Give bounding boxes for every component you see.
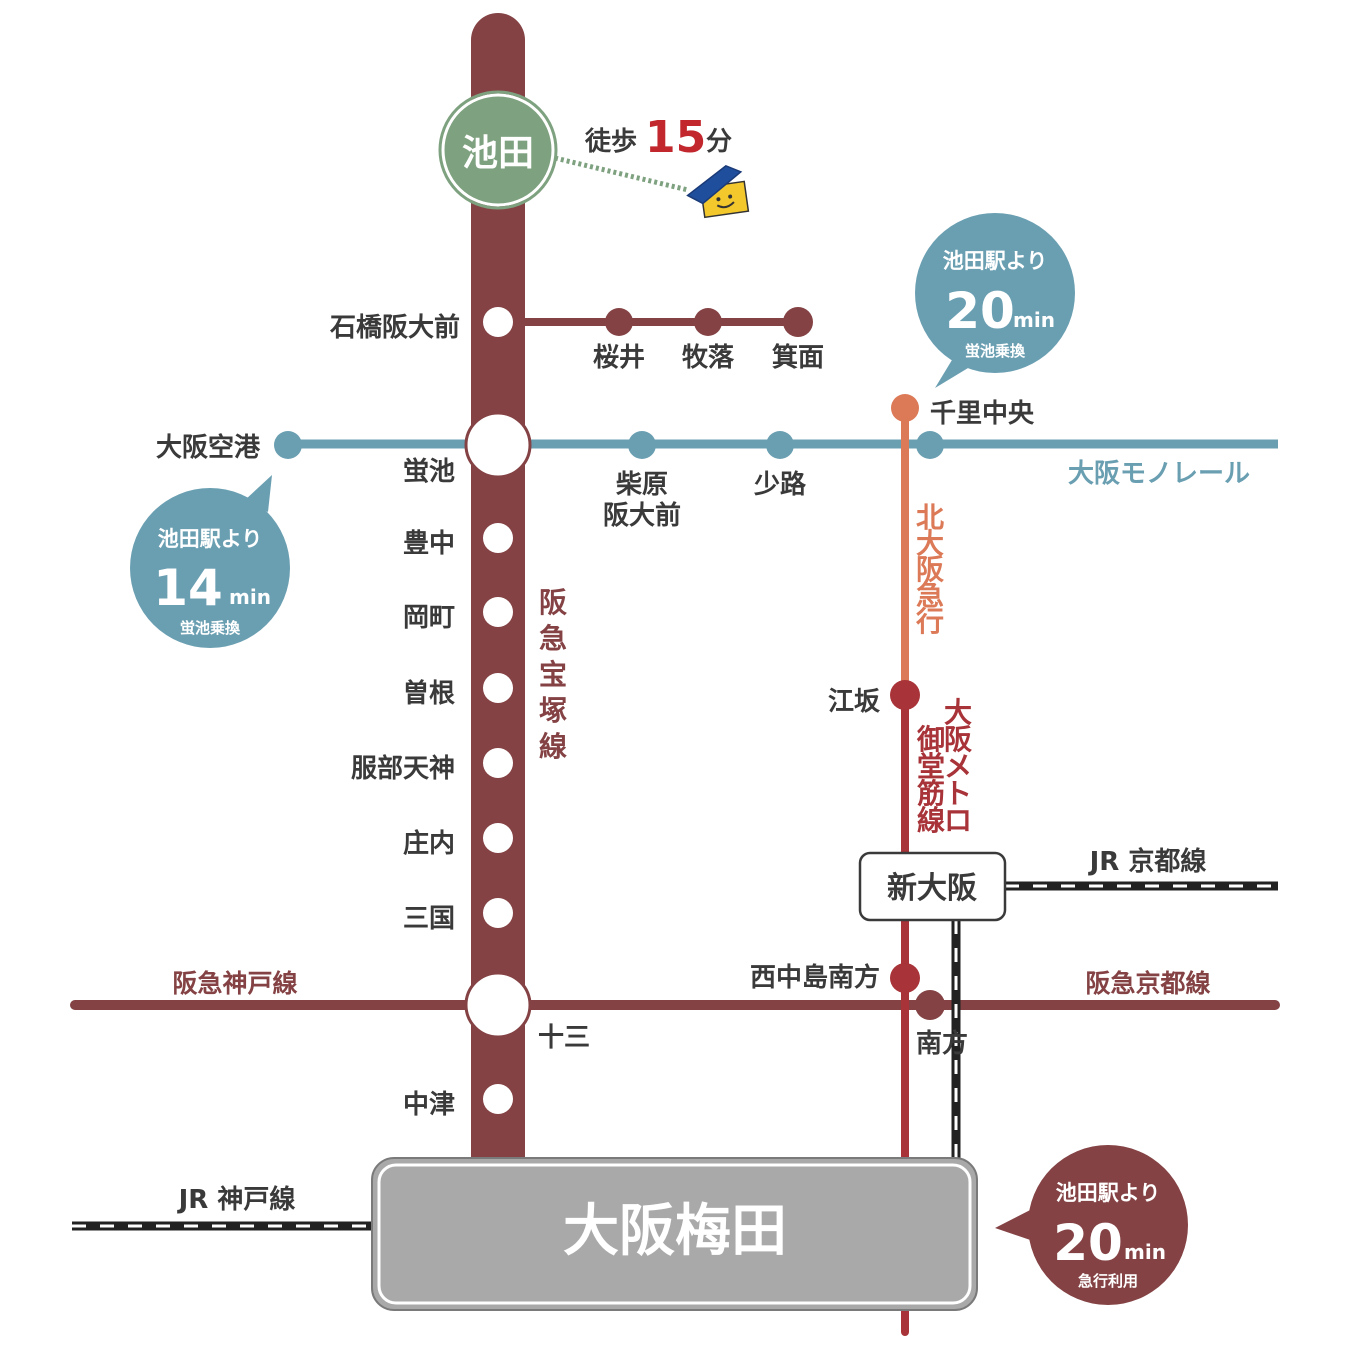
station-juso <box>464 971 532 1039</box>
label-okamachi: 岡町 <box>403 603 455 633</box>
station-sone <box>483 673 513 703</box>
bubble-senri-from: 池田駅より <box>943 249 1048 273</box>
label-midosuji-line-1: 大阪メトロ <box>944 696 972 837</box>
station-osaka-airport <box>274 431 302 459</box>
shin-osaka-box <box>858 851 1007 922</box>
bubble-airport-note: 蛍池乗換 <box>180 619 241 637</box>
label-ishibashi: 石橋阪大前 <box>329 312 460 343</box>
station-hotarugaike <box>464 411 532 479</box>
label-minamikata: 南方 <box>916 1028 968 1059</box>
station-ishibashi <box>483 307 513 337</box>
station-toyonaka <box>483 523 513 553</box>
label-sakurai: 桜井 <box>593 343 645 373</box>
bubble-umeda-minutes: 20 <box>1053 1214 1123 1272</box>
vertical-char: 御 <box>916 723 945 756</box>
vertical-char: メ <box>944 750 972 783</box>
property-icon <box>686 165 750 219</box>
vertical-char: 大 <box>944 696 972 729</box>
label-kita-kyuko-line: 北大阪急行 <box>915 501 944 638</box>
label-hankyu-kyoto: 阪急京都線 <box>1085 969 1210 998</box>
vertical-char: 阪 <box>944 723 972 756</box>
station-makiochi <box>694 308 722 336</box>
label-jr-kobe: JR 神戸線 <box>177 1184 296 1215</box>
station-shibahara <box>628 431 656 459</box>
label-mikuni: 三国 <box>403 904 455 934</box>
vertical-char: 北 <box>916 501 944 534</box>
label-osaka-airport: 大阪空港 <box>156 432 261 463</box>
label-nishinakajima: 西中島南方 <box>750 962 880 993</box>
station-hattori <box>483 748 513 778</box>
station-shonai <box>483 823 513 853</box>
label-shin-osaka: 新大阪 <box>887 871 977 906</box>
label-sone: 曽根 <box>403 678 455 709</box>
vertical-char: 宝 <box>539 658 567 691</box>
station-senri-chuo <box>891 394 919 422</box>
vertical-char: 阪 <box>916 553 944 586</box>
vertical-char: 筋 <box>917 777 945 810</box>
label-takarazuka-line: 阪急宝塚線 <box>539 586 567 763</box>
vertical-char: 行 <box>915 605 944 638</box>
station-mikuni <box>483 898 513 928</box>
bubble-airport: 池田駅より 14 min 蛍池乗換 <box>130 475 290 648</box>
vertical-char: 急 <box>539 622 567 655</box>
station-nakatsu <box>483 1084 513 1114</box>
station-okamachi <box>483 597 513 627</box>
vertical-char: 阪 <box>539 586 567 619</box>
bubble-airport-minutes: 14 <box>153 559 223 617</box>
bubble-umeda-from: 池田駅より <box>1056 1181 1161 1205</box>
vertical-char: ト <box>944 777 972 810</box>
walk-suffix: 分 <box>706 127 732 157</box>
station-sakurai <box>605 308 633 336</box>
bubble-senri-unit: min <box>1013 308 1055 332</box>
label-midosuji-line-2: 御堂筋線 <box>916 723 945 837</box>
station-mino <box>783 307 813 337</box>
station-minamikata <box>915 990 945 1020</box>
vertical-char: ロ <box>944 804 972 837</box>
label-shonai: 庄内 <box>403 828 455 859</box>
label-jr-kyoto: JR 京都線 <box>1088 846 1207 877</box>
bubble-airport-unit: min <box>229 585 271 609</box>
station-shoji <box>766 431 794 459</box>
label-hattori: 服部天神 <box>351 754 455 784</box>
bubble-senri-minutes: 20 <box>945 282 1015 340</box>
label-hotarugaike: 蛍池 <box>403 457 455 487</box>
label-shoji: 少路 <box>753 469 807 500</box>
vertical-char: 線 <box>917 804 945 837</box>
label-monorail-line: 大阪モノレール <box>1068 459 1250 489</box>
walk-prefix: 徒歩 <box>584 127 637 157</box>
station-senri-chuo-monorail <box>916 431 944 459</box>
vertical-char: 大 <box>916 527 944 560</box>
label-toyonaka: 豊中 <box>403 529 455 559</box>
bubble-umeda-unit: min <box>1124 1240 1166 1264</box>
label-makiochi: 牧落 <box>682 343 735 373</box>
bubble-senri-note: 蛍池乗換 <box>965 342 1026 360</box>
bubble-umeda-note: 急行利用 <box>1078 1272 1138 1290</box>
bubble-senri: 池田駅より 20 min 蛍池乗換 <box>915 213 1075 388</box>
bubble-airport-from: 池田駅より <box>158 527 263 551</box>
label-esaka: 江坂 <box>828 687 881 717</box>
station-nishinakajima <box>890 963 920 993</box>
ikeda-station <box>441 93 555 207</box>
vertical-char: 急 <box>916 579 944 612</box>
label-senri-chuo: 千里中央 <box>930 399 1035 429</box>
label-mino: 箕面 <box>772 342 824 373</box>
vertical-char: 線 <box>539 730 567 763</box>
umeda-box <box>371 1157 978 1311</box>
vertical-char: 堂 <box>917 750 945 783</box>
station-esaka <box>890 680 920 710</box>
label-nakatsu: 中津 <box>403 1090 455 1120</box>
label-hankyu-kobe: 阪急神戸線 <box>172 969 297 998</box>
jr-kyoto-line <box>951 881 1278 1160</box>
label-juso: 十三 <box>538 1023 590 1053</box>
walk-dotted-line <box>554 155 689 193</box>
bubble-umeda: 池田駅より 20 min 急行利用 <box>995 1145 1188 1305</box>
label-shibahara-1: 柴原 <box>615 470 668 500</box>
label-umeda: 大阪梅田 <box>563 1199 787 1264</box>
ikeda-label: 池田 <box>462 133 534 174</box>
walk-minutes: 15 <box>645 112 706 163</box>
vertical-char: 塚 <box>539 694 567 727</box>
label-shibahara-2: 阪大前 <box>603 500 681 531</box>
